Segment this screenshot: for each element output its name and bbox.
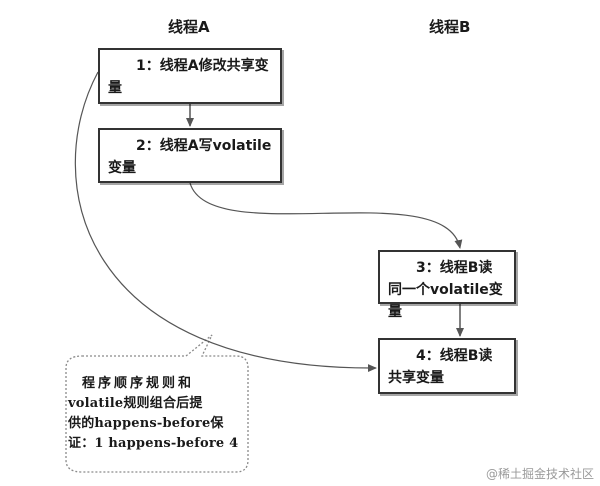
note-line-1: 程序顺序规则和 bbox=[82, 376, 195, 391]
thread-a-lane-title: 线程A bbox=[168, 18, 210, 36]
arrow-1-to-4 bbox=[74, 71, 377, 373]
watermark: @稀土掘金技术社区 bbox=[485, 467, 594, 481]
note-line-4: 证：1 happens-before 4 bbox=[68, 436, 239, 451]
note-callout-bubble bbox=[65, 334, 249, 473]
node-thread-b-read-volatile: 3：线程B读同一个volatile变量 bbox=[378, 250, 516, 320]
node-thread-b-read-shared-var: 4：线程B读共享变量 bbox=[378, 338, 516, 394]
note-line-2: volatile规则组合后提 bbox=[68, 396, 203, 411]
note-line-3: 供的happens-before保 bbox=[68, 416, 224, 431]
thread-b-lane-title: 线程B bbox=[429, 18, 471, 36]
node-thread-a-write-volatile: 2：线程A写volatile变量 bbox=[98, 128, 282, 183]
note-text: 程序顺序规则和 volatile规则组合后提 供的happens-before保… bbox=[68, 374, 240, 454]
arrow-2-to-3 bbox=[189, 182, 463, 249]
node-thread-a-write-shared-var: 1：线程A修改共享变量 bbox=[98, 48, 282, 104]
